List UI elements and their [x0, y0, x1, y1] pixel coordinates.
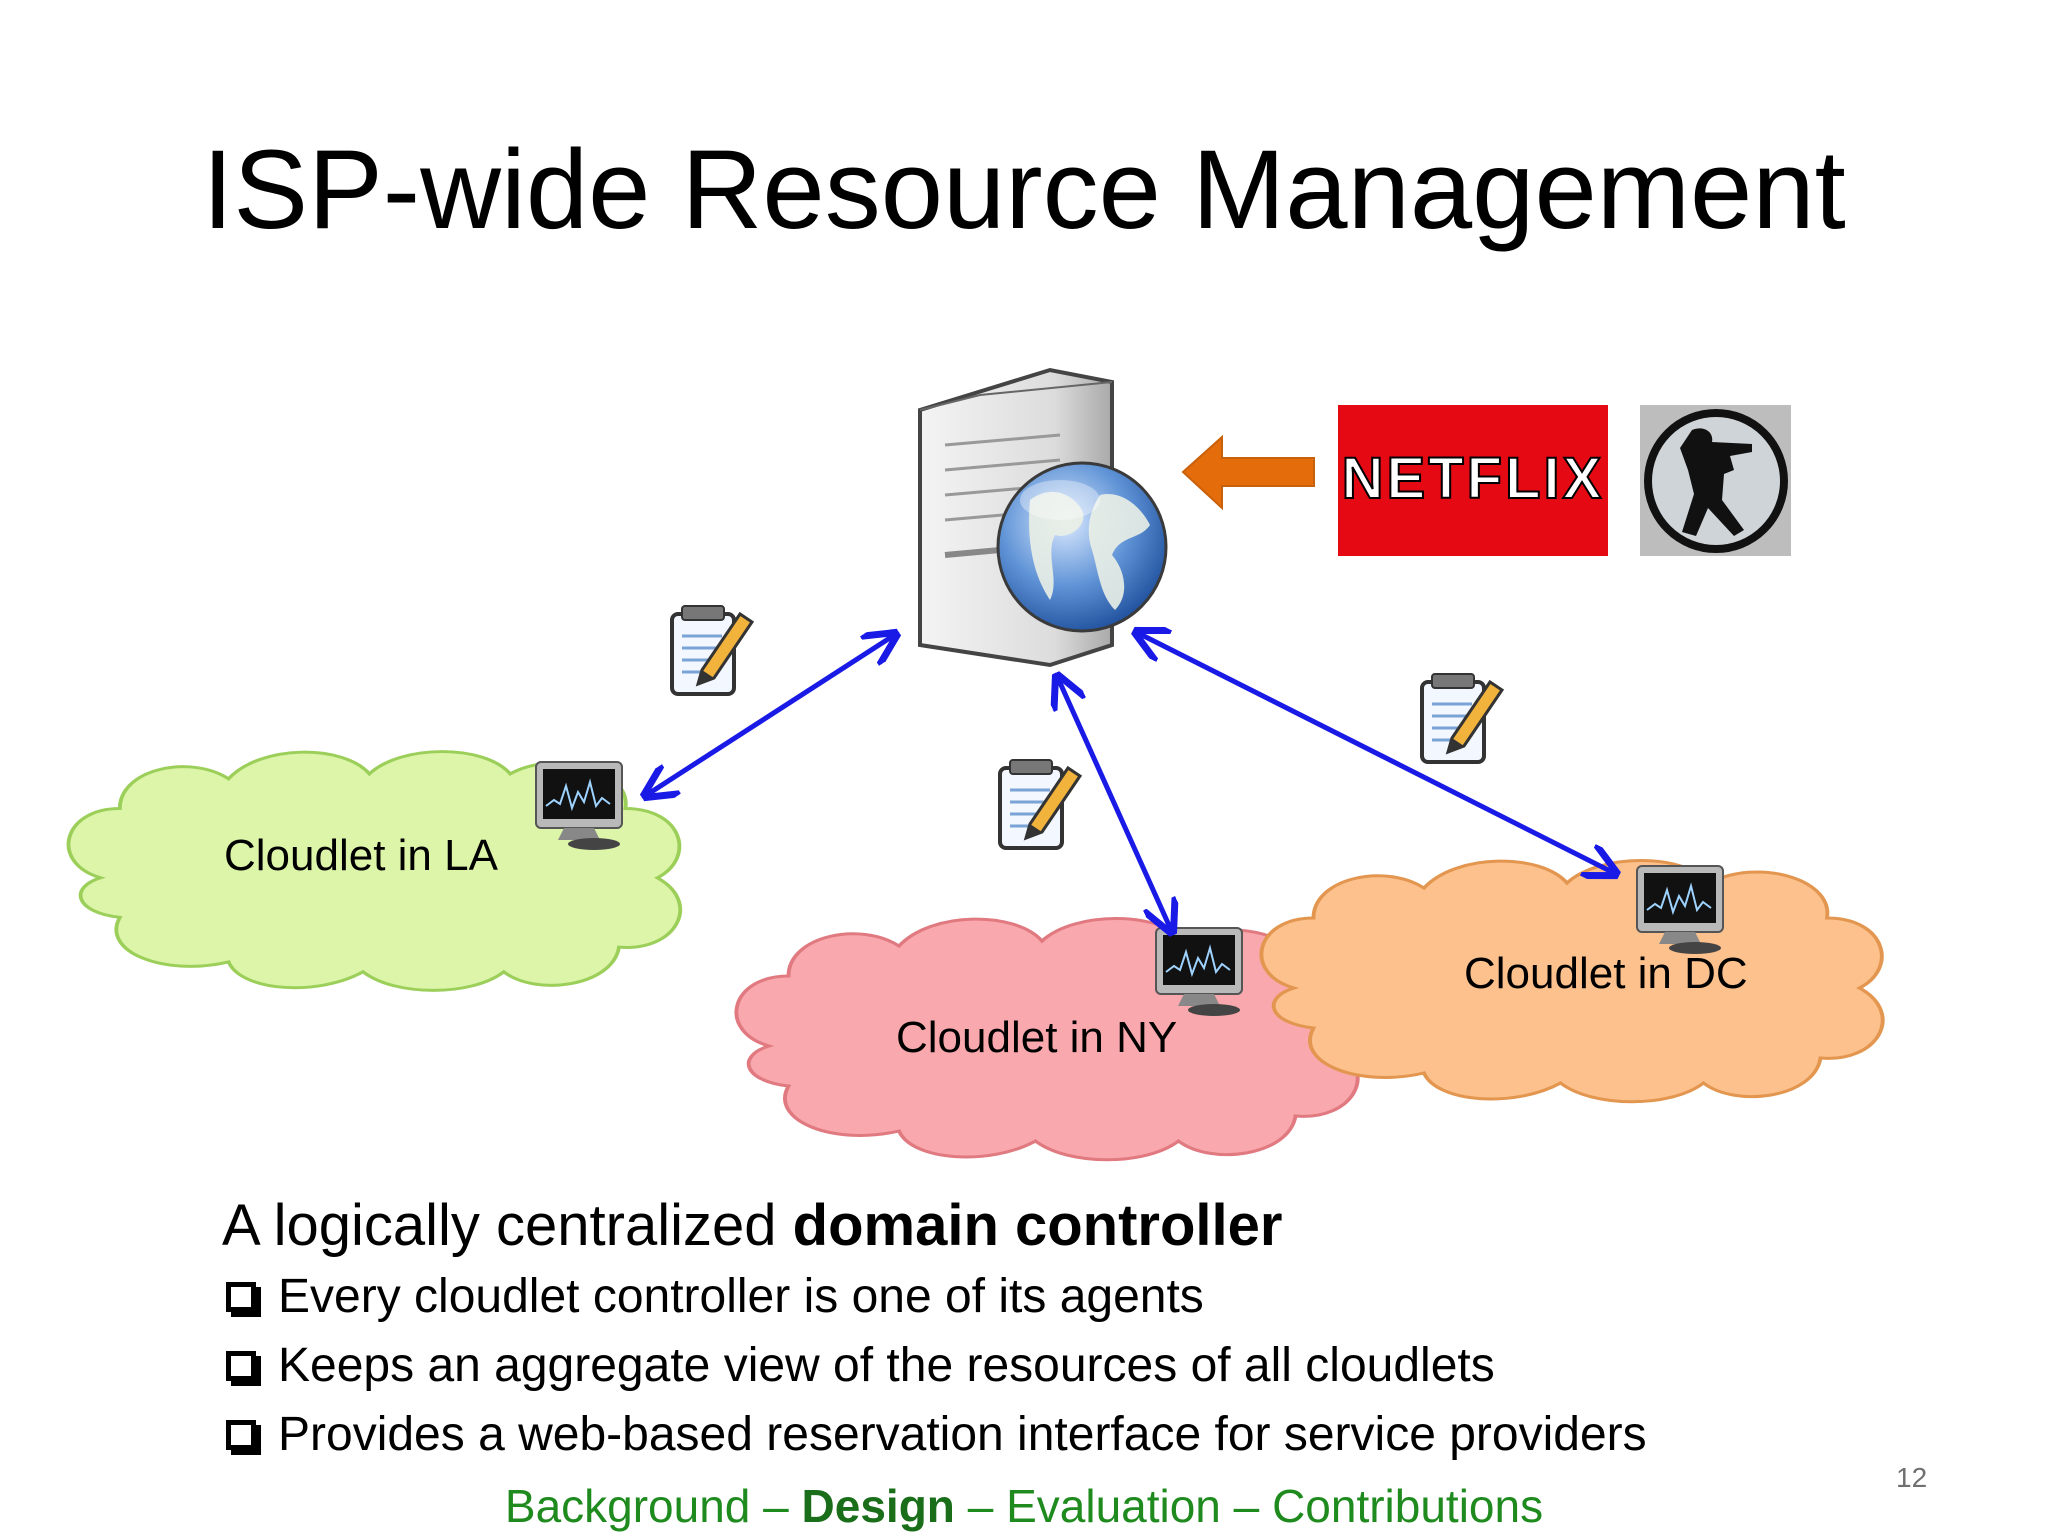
checkbox-bullet-icon	[226, 1281, 256, 1312]
footer-nav: Background – Design – Evaluation – Contr…	[0, 1483, 2048, 1529]
netflix-logo: NETFLIX	[1338, 405, 1608, 556]
notepad-icon-dc	[1420, 672, 1504, 764]
arrow-server-ny	[1057, 676, 1172, 932]
bullet-text: Provides a web-based reservation interfa…	[278, 1408, 1647, 1461]
slide-title: ISP-wide Resource Management	[202, 127, 1846, 252]
cloud-label-la: Cloudlet in LA	[224, 831, 498, 880]
checkbox-bullet-icon	[226, 1350, 256, 1381]
bullet-text: Every cloudlet controller is one of its …	[278, 1270, 1204, 1323]
footer-item-background: Background	[504, 1480, 751, 1532]
heading-prefix: A logically centralized	[222, 1193, 793, 1258]
counter-strike-logo-icon	[1640, 405, 1791, 556]
arrow-server-la	[645, 634, 896, 796]
body-heading: A logically centralized domain controlle…	[222, 1190, 1922, 1262]
checkbox-bullet-icon	[226, 1419, 256, 1450]
orange-arrow-icon	[1181, 434, 1315, 511]
page-number: 12	[1896, 1462, 1928, 1493]
notepad-icon-ny	[998, 758, 1082, 850]
footer-item-contributions: Contributions	[1272, 1480, 1544, 1532]
footer-item-evaluation: Evaluation	[1006, 1480, 1221, 1532]
svg-text:NETFLIX: NETFLIX	[1342, 446, 1605, 511]
bullet-item: Keeps an aggregate view of the resources…	[222, 1331, 1922, 1400]
cloud-dc	[1259, 859, 1885, 1104]
cloud-la	[66, 750, 682, 992]
footer-separator: –	[750, 1480, 802, 1532]
bullet-text: Keeps an aggregate view of the resources…	[278, 1339, 1495, 1392]
cloud-label-dc: Cloudlet in DC	[1464, 949, 1748, 998]
bullet-item: Every cloudlet controller is one of its …	[222, 1262, 1922, 1331]
server-with-globe-icon	[918, 367, 1168, 668]
cloud-label-ny: Cloudlet in NY	[896, 1013, 1178, 1062]
arrow-server-dc	[1136, 632, 1616, 874]
footer-separator: –	[1220, 1480, 1273, 1532]
bullet-item: Provides a web-based reservation interfa…	[222, 1400, 1922, 1469]
body-text: A logically centralized domain controlle…	[222, 1190, 1922, 1469]
footer-item-design: Design	[801, 1480, 955, 1532]
footer-separator: –	[954, 1480, 1007, 1532]
heading-bold: domain controller	[792, 1193, 1283, 1258]
notepad-icon-la	[670, 604, 754, 696]
